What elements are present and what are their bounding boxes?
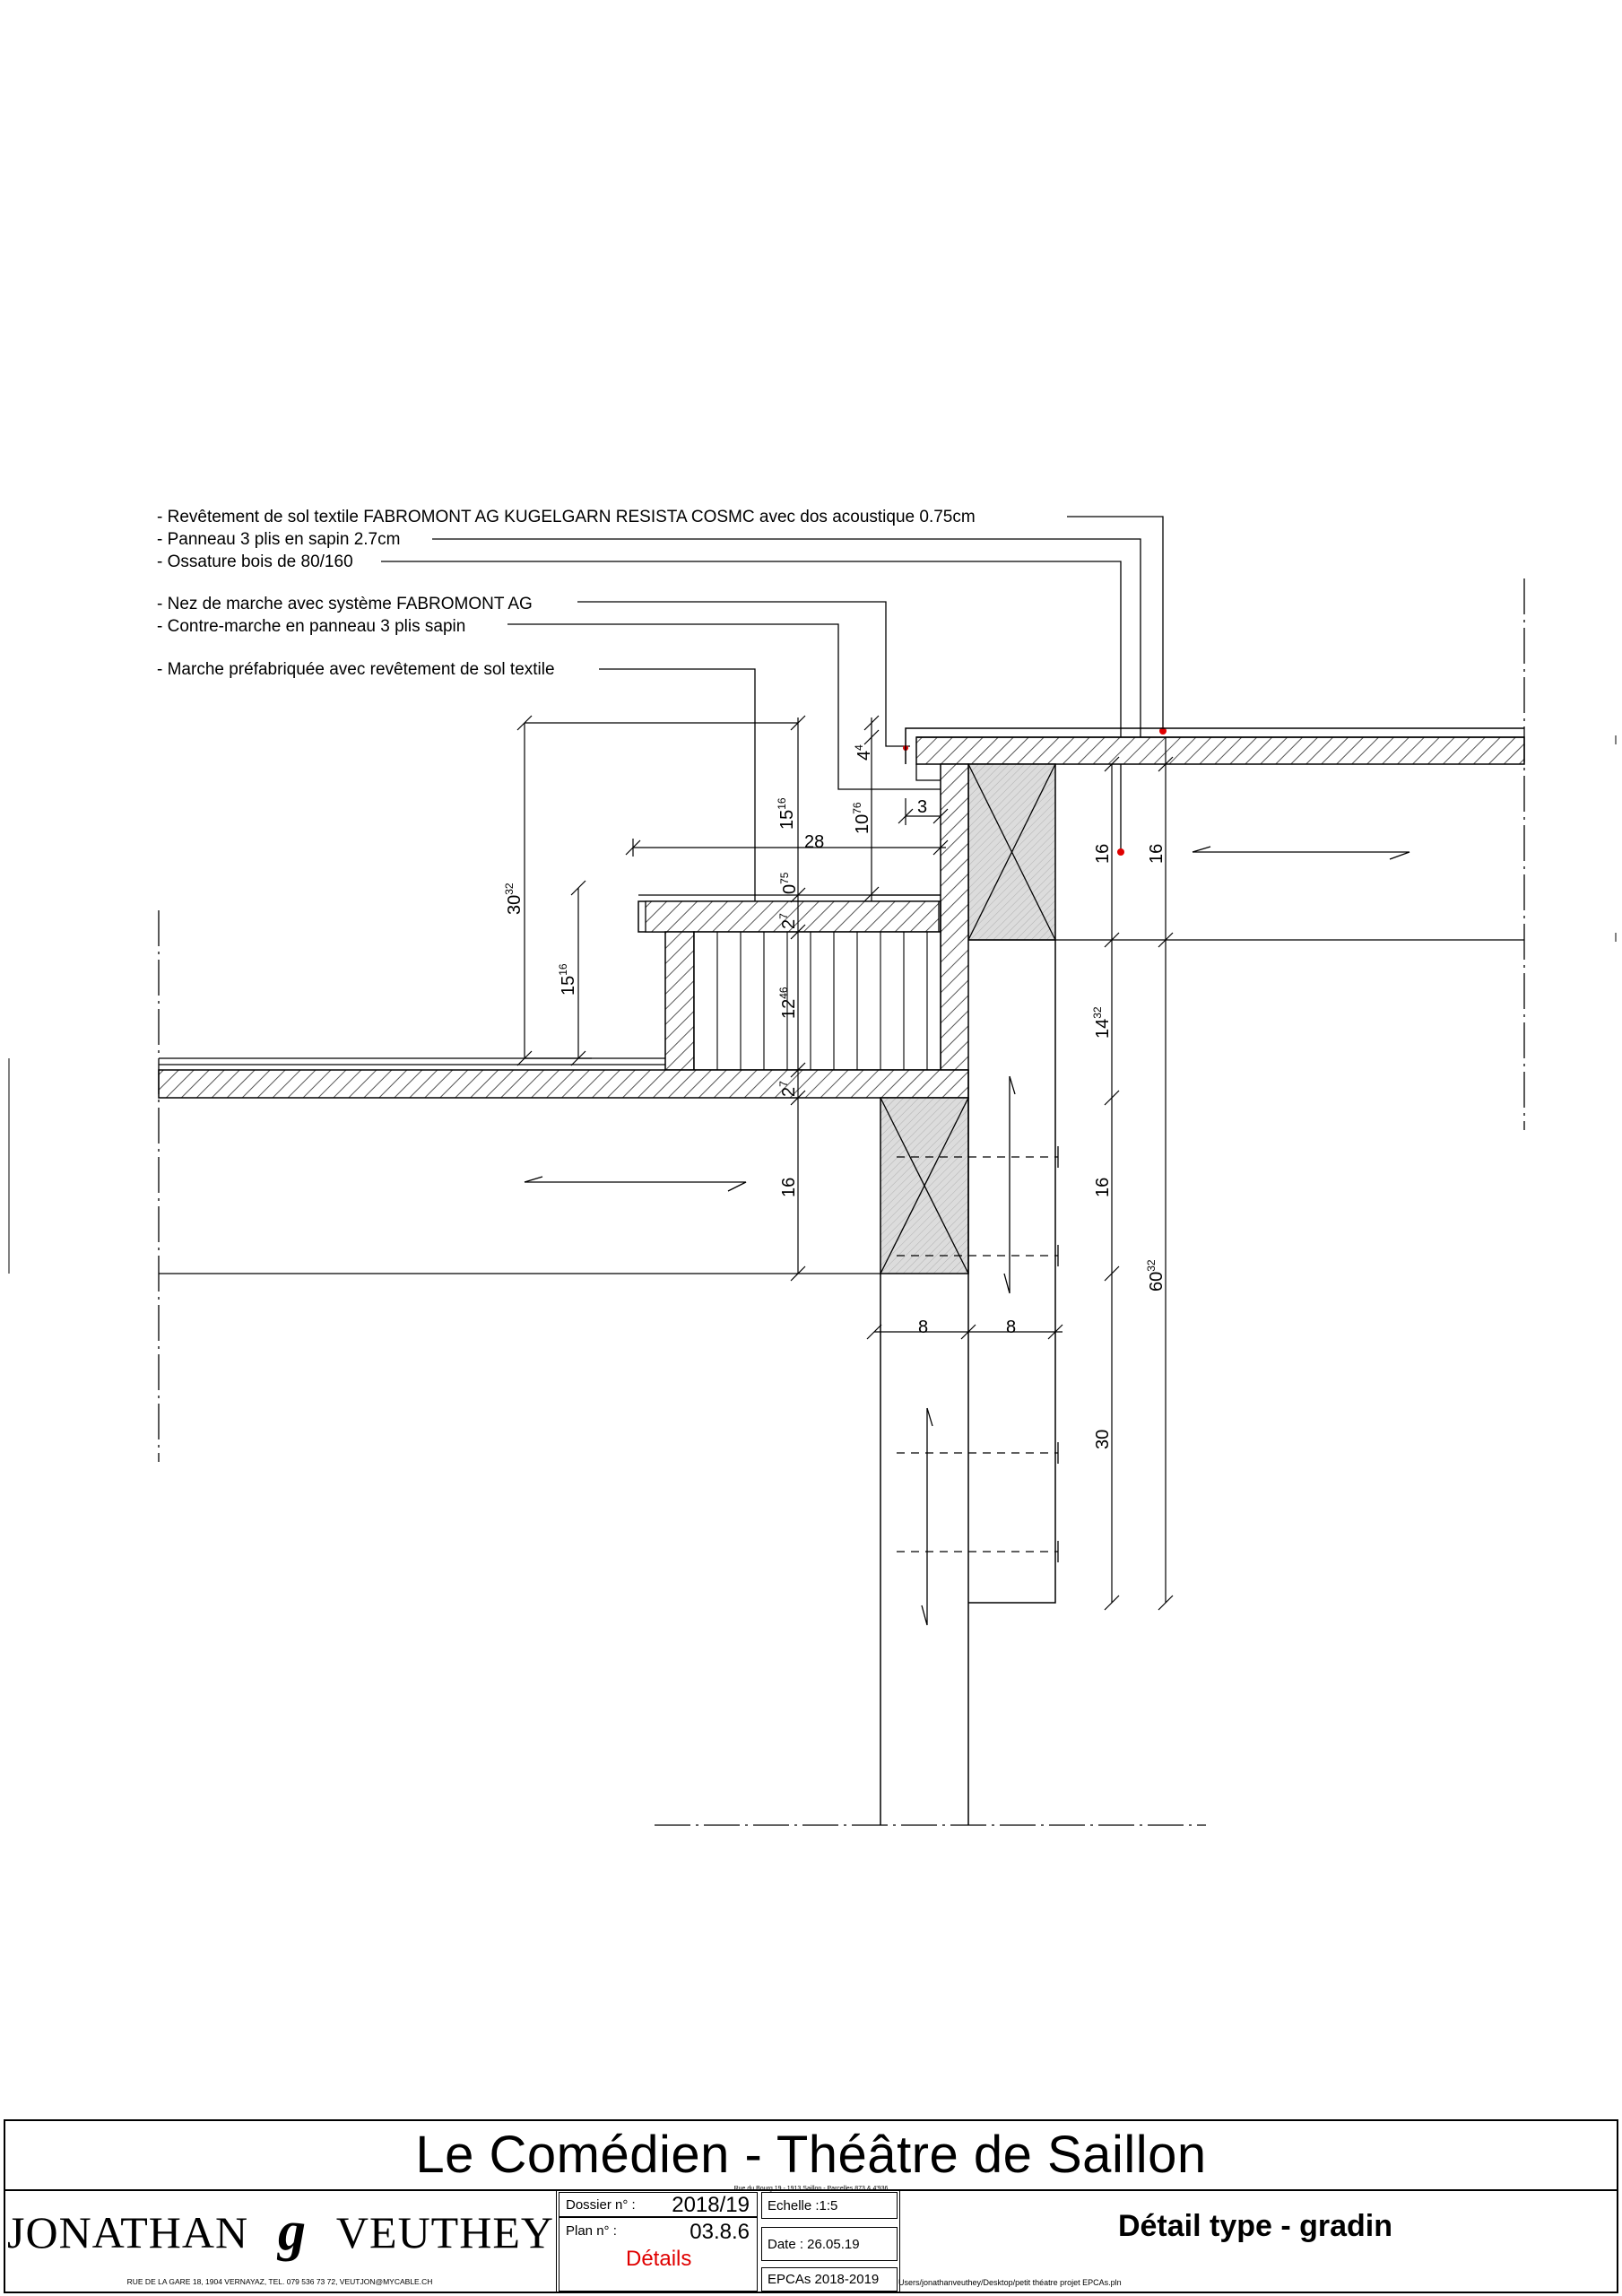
dim-60-32: 6032 <box>1145 1259 1167 1292</box>
axis-lines <box>158 578 1525 1826</box>
date-text: Date : 26.05.19 <box>768 2237 860 2252</box>
upper-floor-slab <box>905 727 1525 765</box>
dim-4-4: 44 <box>853 744 874 761</box>
date-cell: Date : 26.05.19 <box>761 2227 898 2261</box>
vertical-post <box>880 940 1056 1825</box>
firm-name-right: VEUTHEY <box>335 2206 554 2257</box>
dim-2-7-step: 27 <box>777 913 799 929</box>
dim-8-right: 8 <box>1006 1318 1016 1337</box>
plan-label: Plan n° : <box>566 2223 617 2239</box>
dimension-lines <box>516 715 1174 1611</box>
dim-16-lower: 16 <box>779 1178 799 1197</box>
dim-15-16-left: 1516 <box>557 963 578 996</box>
firm-name-left: JONATHAN <box>7 2206 249 2257</box>
firm-logo-mark: g <box>278 2201 308 2262</box>
sheet-title: Détail type - gradin <box>1117 2208 1393 2243</box>
dim-28: 28 <box>804 832 824 852</box>
bolts <box>897 1146 1059 1562</box>
project-address: Rue du Bourg 19 - 1913 Saillon - Parcell… <box>733 2186 889 2192</box>
file-path: Users/jonathanveuthey/Desktop/petit théa… <box>898 2278 1122 2287</box>
course-text: EPCAs 2018-2019 <box>768 2272 880 2287</box>
dim-30-32: 3032 <box>503 883 525 915</box>
dim-0-75: 075 <box>778 872 800 894</box>
project-title-row: Le Comédien - Théâtre de Saillon Rue du … <box>5 2121 1617 2192</box>
lower-beam <box>880 1097 969 1274</box>
annotation-floor-covering: - Revêtement de sol textile FABROMONT AG… <box>157 508 976 526</box>
grain-arrows <box>524 846 1410 1626</box>
riser-panel <box>940 763 969 1071</box>
dossier-value: 2018/19 <box>672 2193 750 2217</box>
annotation-prefab-step: - Marche préfabriquée avec revêtement de… <box>157 660 555 679</box>
scale-cell: Echelle :1:5 <box>761 2192 898 2219</box>
dim-16-upper-a: 16 <box>1093 844 1113 864</box>
plan-value: 03.8.6 <box>690 2220 750 2244</box>
dim-16-upper-b: 16 <box>1147 844 1167 864</box>
upper-beam <box>967 763 1056 941</box>
dim-10-76: 1076 <box>851 802 872 834</box>
sheet-edge-ticks <box>8 735 1617 1274</box>
dossier-label: Dossier n° : <box>566 2197 636 2213</box>
detail-section-drawing: - Revêtement de sol textile FABROMONT AG… <box>8 508 1617 1826</box>
dim-30-post: 30 <box>1093 1430 1113 1449</box>
scale-text: Echelle :1:5 <box>768 2198 838 2213</box>
dim-16-mid: 16 <box>1093 1178 1113 1197</box>
annotation-timber-frame: - Ossature bois de 80/160 <box>157 552 353 571</box>
dimension-labels: 44 1516 1076 3 28 075 3032 1516 27 1246 … <box>503 744 1167 1449</box>
annotation-list: - Revêtement de sol textile FABROMONT AG… <box>157 508 976 679</box>
dim-3: 3 <box>917 797 927 817</box>
firm-logo: JONATHAN g VEUTHEY <box>7 2200 554 2264</box>
dim-2-7-floor: 27 <box>777 1081 799 1097</box>
plan-category: Détails <box>626 2247 692 2271</box>
dim-8-left: 8 <box>918 1318 928 1337</box>
annotation-stair-nosing: - Nez de marche avec système FABROMONT A… <box>157 595 533 613</box>
plan-cell: Plan n° : 03.8.6 Détails <box>559 2217 758 2292</box>
project-title: Le Comédien - Théâtre de Saillon <box>415 2125 1207 2184</box>
dim-14-32: 1432 <box>1091 1006 1113 1039</box>
dim-15-16-top: 1516 <box>776 797 797 830</box>
sheet-title-cell <box>899 2189 1618 2292</box>
course-cell: EPCAs 2018-2019 <box>761 2267 898 2292</box>
leader-lines <box>381 516 1164 973</box>
dim-12-46: 1246 <box>777 987 799 1019</box>
prefab-step <box>638 894 941 1071</box>
nosing <box>915 764 941 781</box>
firm-logo-cell: JONATHAN g VEUTHEY RUE DE LA GARE 18, 19… <box>5 2189 557 2292</box>
firm-address: RUE DE LA GARE 18, 1904 VERNAYAZ, TEL. 0… <box>126 2277 433 2286</box>
title-block: Le Comédien - Théâtre de Saillon Rue du … <box>4 2119 1618 2293</box>
annotation-riser-panel: - Contre-marche en panneau 3 plis sapin <box>157 617 465 636</box>
dossier-cell: Dossier n° : 2018/19 <box>559 2192 758 2217</box>
annotation-3ply-panel: - Panneau 3 plis en sapin 2.7cm <box>157 530 400 549</box>
